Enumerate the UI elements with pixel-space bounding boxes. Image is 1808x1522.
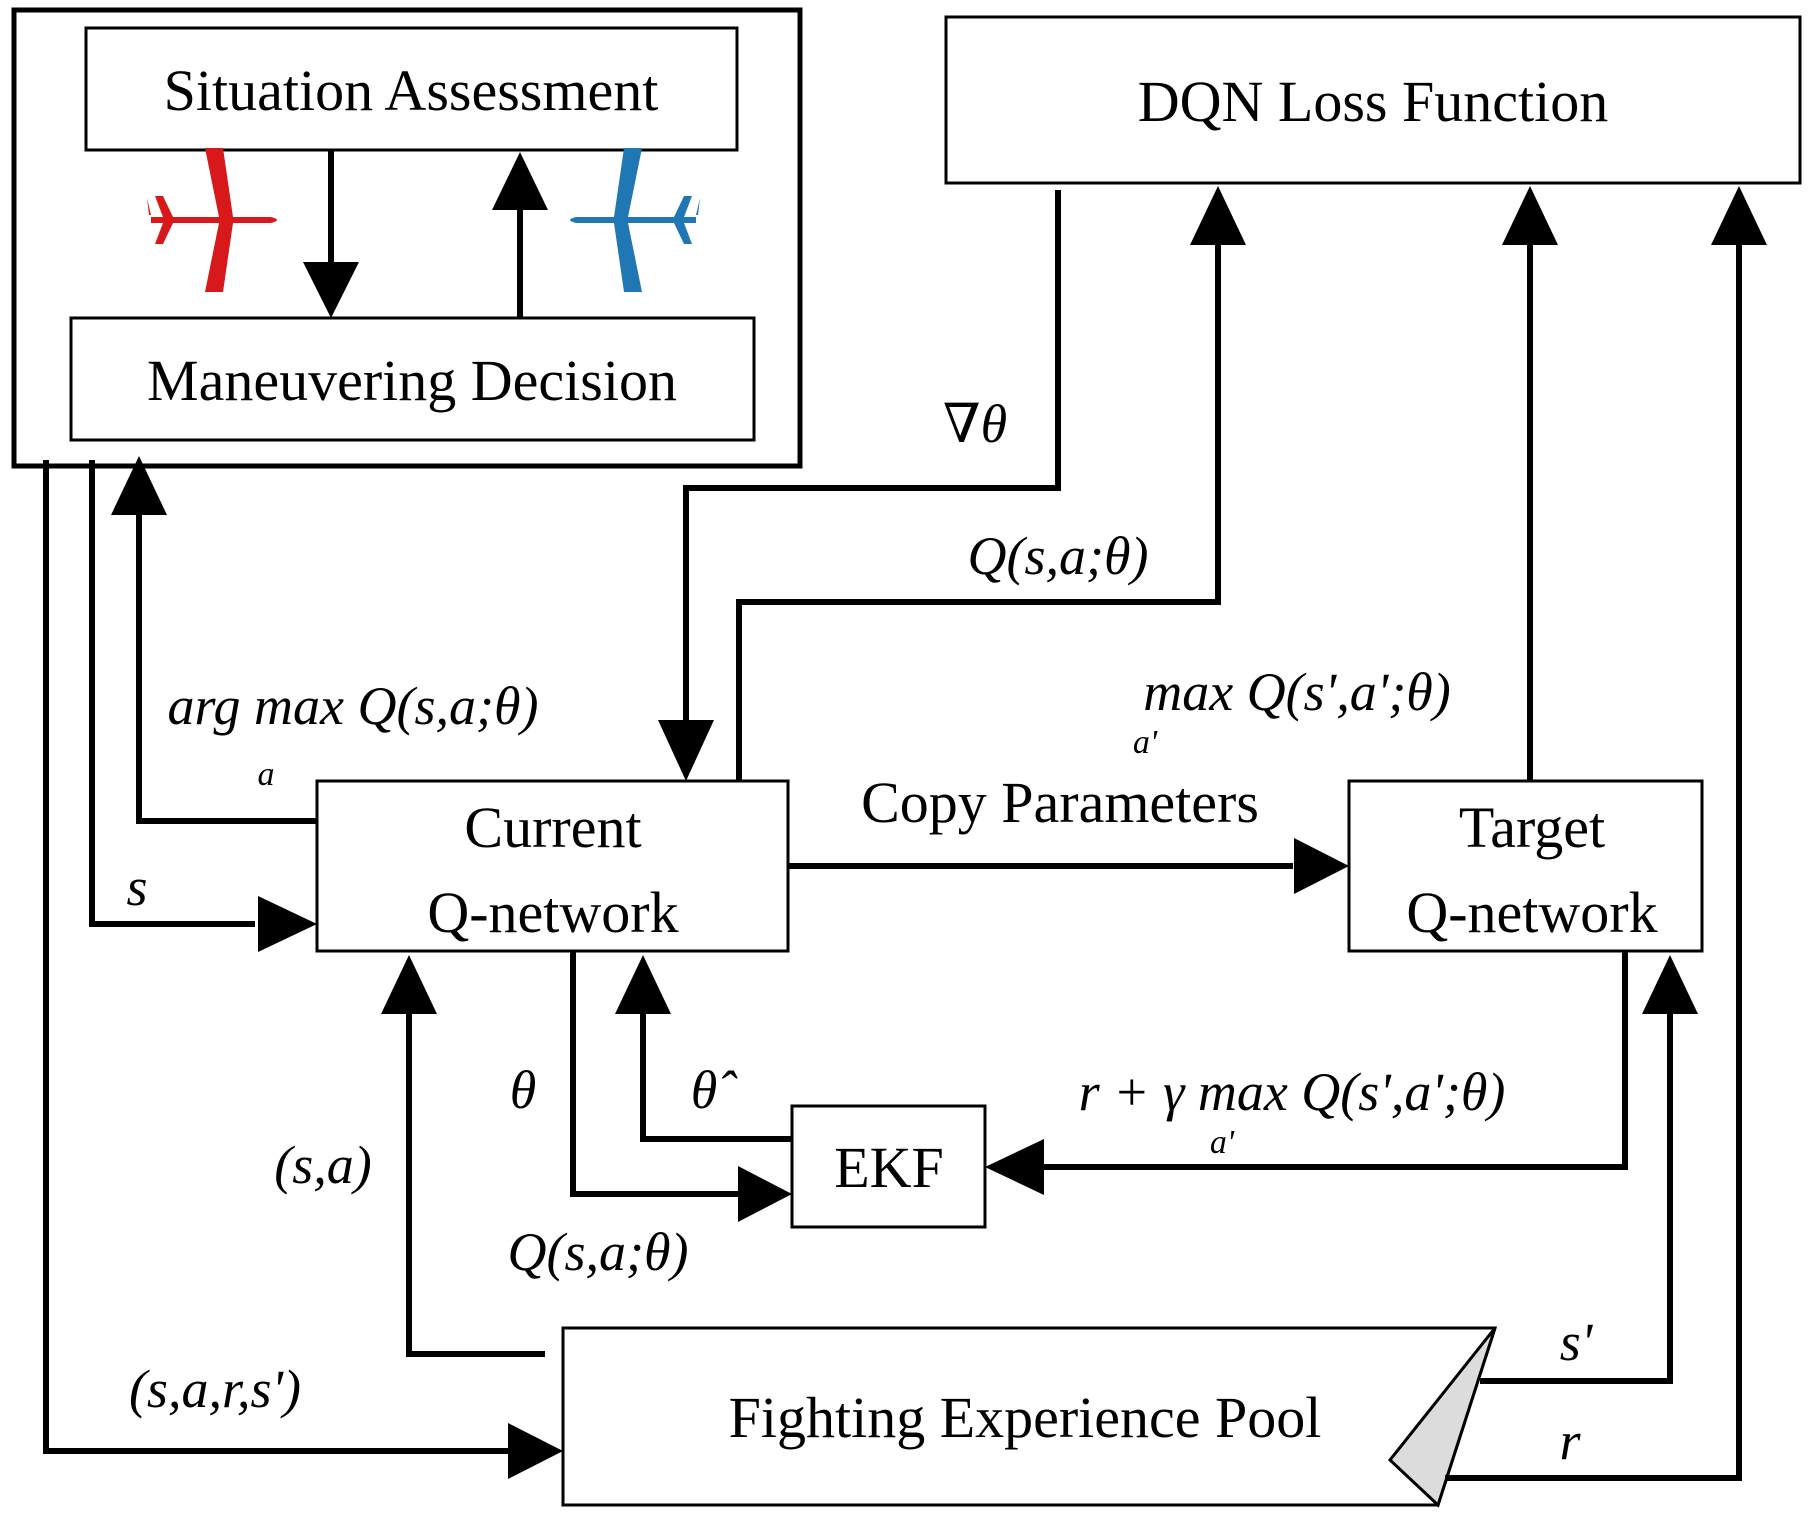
arrow-head-up <box>1711 186 1767 245</box>
grad-theta-label: ∇θ <box>943 394 1007 454</box>
situation-assessment-box <box>84 26 739 152</box>
current-q-network-box <box>315 779 790 953</box>
current-q-label-line2: Q-network <box>427 880 678 945</box>
theta-label: θ <box>510 1060 537 1120</box>
arrow-head-left <box>985 1139 1044 1195</box>
s-input-label: s <box>126 857 147 917</box>
arrow-head-up <box>492 152 548 210</box>
target-q-label-line2: Q-network <box>1406 880 1657 945</box>
arrow-head-up <box>381 955 437 1014</box>
ekf-label: EKF <box>834 1135 944 1200</box>
arrow-heads <box>111 152 1767 1479</box>
q-sa-theta-bottom-label: Q(s,a;θ) <box>508 1222 689 1282</box>
arrow-head-up <box>1642 955 1698 1014</box>
maneuvering-decision-label: Maneuvering Decision <box>147 348 677 413</box>
sa-pair-label: (s,a) <box>274 1135 371 1195</box>
target-expression-label: r + γ max Q(s',a';θ) <box>1079 1062 1506 1122</box>
argmax-subscript: a <box>258 756 275 793</box>
experience-pool-label: Fighting Experience Pool <box>729 1385 1322 1450</box>
arrow-head-up <box>111 456 167 515</box>
arrow-head-up <box>1502 186 1558 245</box>
arrow-head-right <box>738 1166 792 1222</box>
target-q-network-box <box>1347 779 1704 953</box>
r-label: r <box>1559 1411 1581 1471</box>
arrow-head-right <box>258 896 317 952</box>
argmax-q-label: arg max Q(s,a;θ) <box>168 676 539 736</box>
ekf-box <box>790 1104 987 1229</box>
situation-assessment-label: Situation Assessment <box>164 58 659 123</box>
arrow-head-right <box>508 1423 563 1479</box>
arrow-head-up <box>1190 186 1246 245</box>
arrow-head-right <box>1294 838 1349 894</box>
copy-parameters-label: Copy Parameters <box>861 770 1259 835</box>
connectors <box>43 150 1742 1481</box>
target-q-label-line1: Target <box>1459 795 1605 860</box>
max-q-target-label: max Q(s',a';θ) <box>1143 662 1451 722</box>
current-q-label-line1: Current <box>464 795 641 860</box>
red-airplane-icon <box>147 148 277 292</box>
target-expression-subscript: a' <box>1210 1124 1235 1161</box>
max-q-target-subscript: a' <box>1133 724 1158 761</box>
page-fold-icon <box>1387 1327 1497 1508</box>
blue-airplane-icon <box>570 148 700 292</box>
q-sa-theta-top-label: Q(s,a;θ) <box>968 526 1149 586</box>
dqn-loss-label: DQN Loss Function <box>1138 69 1608 134</box>
transition-label: (s,a,r,s') <box>129 1359 301 1419</box>
dqn-loss-box <box>944 15 1802 185</box>
maneuvering-decision-box <box>69 316 756 442</box>
arrow-head-down <box>303 262 359 318</box>
arrow-head-up <box>615 955 671 1014</box>
theta-hat-label: θ̂ <box>691 1060 739 1120</box>
arrow-head-down <box>658 720 714 781</box>
s-prime-label: s' <box>1560 1312 1594 1372</box>
